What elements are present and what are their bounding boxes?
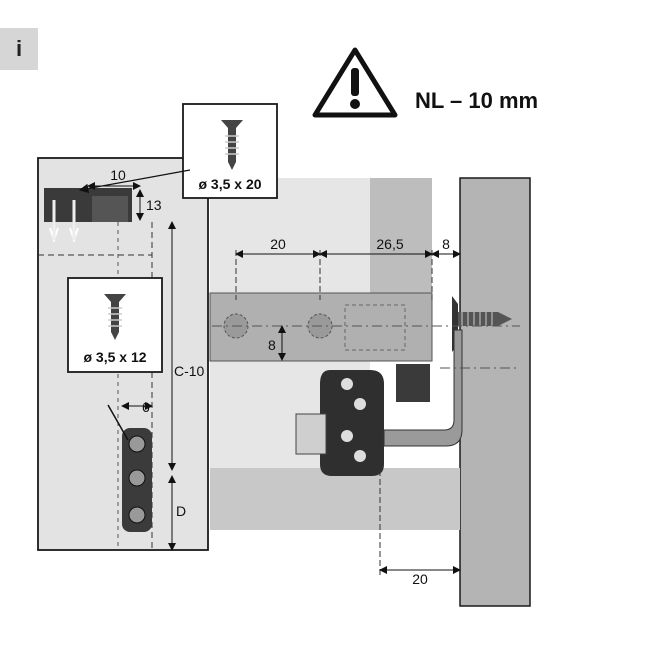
screw-callout-top: ø 3,5 x 20	[78, 103, 278, 199]
drawer-bottom-band	[210, 468, 460, 530]
dim-6: 6	[142, 399, 150, 415]
dim-c-10: C-10	[174, 363, 205, 379]
warning-triangle-icon	[312, 47, 398, 118]
info-badge: i	[0, 28, 38, 70]
rear-clip-bracket	[44, 188, 132, 244]
cabinet-side-wall	[459, 177, 531, 607]
screw-callout-side: ø 3,5 x 12	[67, 277, 163, 373]
dim-26-5: 26,5	[376, 236, 403, 252]
warning-text: NL – 10 mm	[415, 88, 538, 113]
dim-8-top: 8	[442, 236, 450, 252]
screw-label-top: ø 3,5 x 20	[198, 176, 261, 192]
dim-13: 13	[146, 197, 162, 213]
dim-20-bottom: 20	[412, 571, 428, 587]
screw-label-side: ø 3,5 x 12	[83, 349, 146, 365]
dim-10: 10	[110, 167, 126, 183]
runner-profile-mechanism	[295, 329, 463, 476]
dim-8-vertical: 8	[268, 337, 276, 353]
dim-20-top: 20	[270, 236, 286, 252]
front-fixing-plate	[107, 404, 152, 532]
runner-bar	[209, 292, 433, 362]
dim-d: D	[176, 503, 186, 519]
